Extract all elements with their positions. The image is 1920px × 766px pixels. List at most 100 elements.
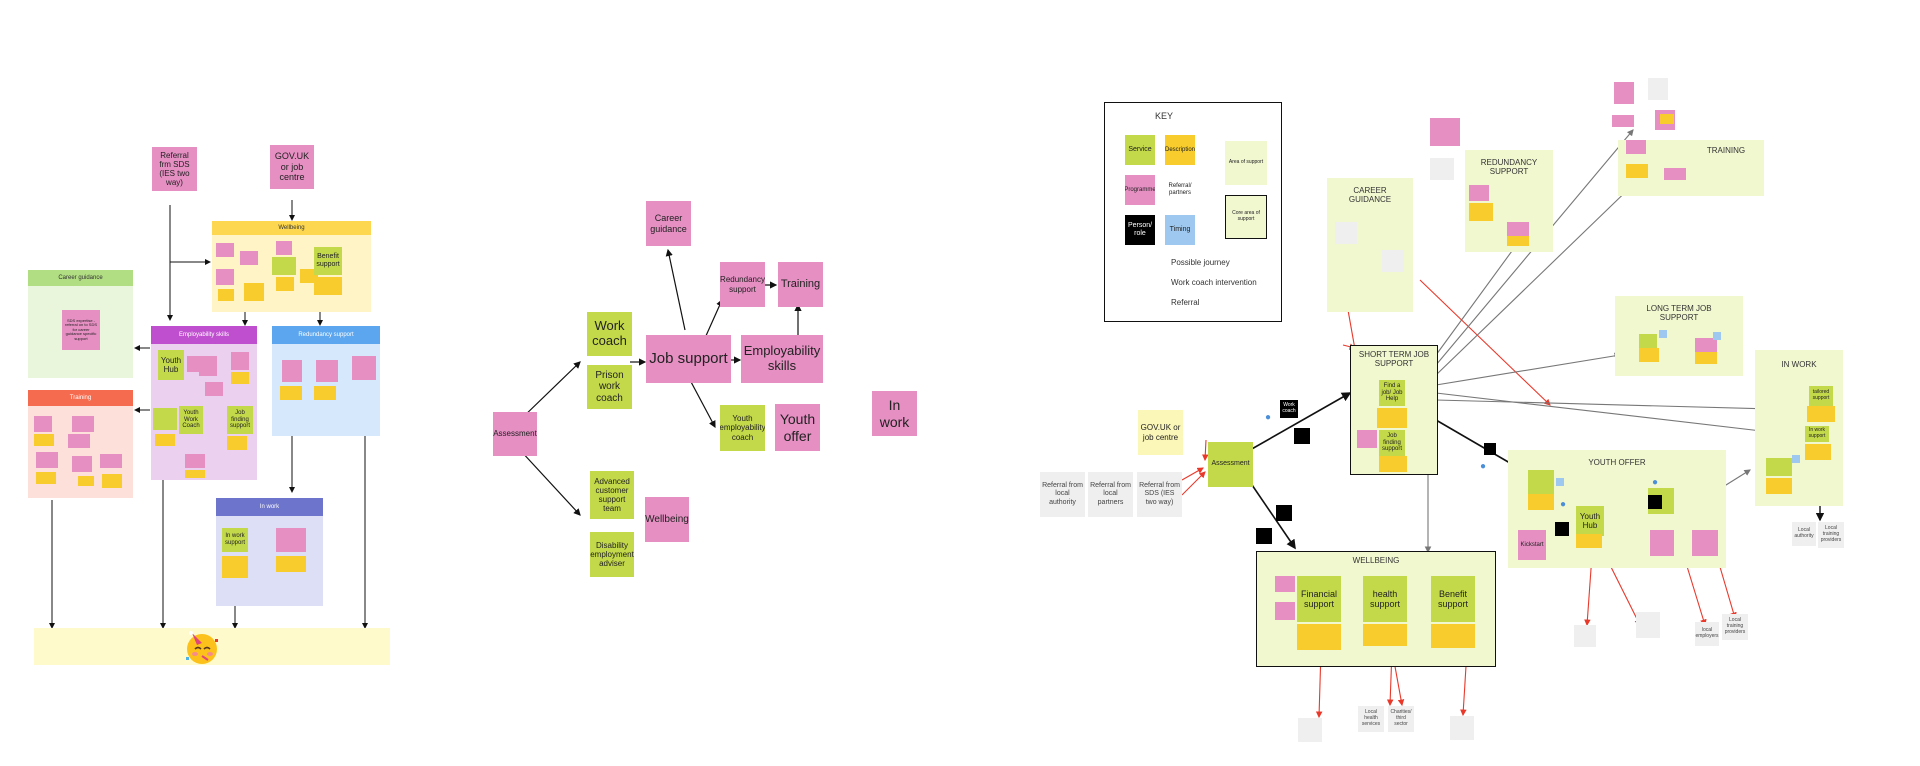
find-a-job-help-note[interactable]: Find a job/ Job Help	[1379, 380, 1405, 406]
wellbeing-programme-note	[1275, 576, 1295, 592]
local-training-providers-note-2[interactable]: Local training providers	[1722, 614, 1748, 640]
redundancy-support-area[interactable]: Redundancy support	[272, 326, 380, 436]
redundancy-referral-note	[1430, 158, 1454, 180]
local-authority-note[interactable]: Local authority	[1792, 522, 1816, 546]
long-term-job-support-label: LONG TERM JOB SUPPORT	[1646, 304, 1712, 322]
assessment-note-3[interactable]: Assessment	[1208, 442, 1253, 487]
employability-skills-note[interactable]: Employability skills	[741, 335, 823, 383]
job-finding-support-note-3[interactable]: Job finding support	[1379, 430, 1405, 456]
youth-programme-note	[1650, 530, 1674, 556]
wellbeing-description-note	[1431, 624, 1475, 648]
wellbeing-area-3[interactable]: WELLBEING Financial support health suppo…	[1256, 551, 1496, 667]
training-programme-note	[72, 416, 94, 432]
career-guidance-area-header: Career guidance	[28, 270, 133, 286]
youth-work-coach-note[interactable]: Youth Work Coach	[179, 406, 203, 434]
in-work-description-note	[222, 556, 248, 578]
wellbeing-description-note	[244, 283, 264, 301]
benefit-support-note[interactable]: Benefit support	[314, 247, 342, 275]
wellbeing-programme-note	[276, 241, 292, 255]
benefit-support-note-3[interactable]: Benefit support	[1431, 576, 1475, 622]
redundancy-support-note[interactable]: Redundancy support	[720, 262, 765, 307]
gov-uk-job-centre-note[interactable]: GOV.UK or job centre	[270, 145, 314, 189]
in-work-area-3[interactable]: IN WORK tailored support In work support	[1755, 350, 1843, 506]
local-training-providers-note[interactable]: Local training providers	[1818, 522, 1844, 548]
training-programme-note	[1626, 140, 1646, 154]
sds-referral-note	[1382, 250, 1404, 272]
kickstart-note[interactable]: Kickstart	[1518, 530, 1546, 560]
in-work-area[interactable]: In work In work support	[216, 498, 323, 606]
gov-uk-job-centre-note-3[interactable]: GOV.UK or job centre	[1138, 410, 1183, 455]
key-programme-swatch: Programme	[1125, 175, 1155, 205]
long-term-timing-note	[1659, 330, 1667, 338]
training-note[interactable]: Training	[778, 262, 823, 307]
key-timing-swatch: Timing	[1165, 215, 1195, 245]
training-programme-note	[1614, 82, 1634, 104]
redundancy-programme-note	[1507, 222, 1529, 236]
person-icon: ●	[1560, 499, 1567, 510]
youth-hub-note-3[interactable]: Youth Hub	[1576, 506, 1604, 536]
referral-sds-note[interactable]: Referral frm SDS (IES two way)	[152, 147, 197, 191]
career-guidance-area-title: Career guidance	[58, 275, 103, 281]
advanced-customer-support-note[interactable]: Advanced customer support team	[590, 471, 634, 519]
prison-work-coach-note[interactable]: Prison work coach	[587, 365, 632, 409]
in-work-support-note[interactable]: In work support	[222, 528, 248, 552]
youth-hub-note[interactable]: Youth Hub	[158, 350, 184, 380]
training-area-3[interactable]: TRAINING	[1618, 140, 1764, 196]
referral-sds-note-3[interactable]: Referral from SDS (IES two way)	[1137, 472, 1182, 517]
key-description-swatch: Description	[1165, 135, 1195, 165]
disability-employment-adviser-note[interactable]: Disability employment adviser	[590, 532, 634, 577]
youth-service-note	[1528, 470, 1554, 494]
referral-local-partners-note[interactable]: Referral from local partners	[1088, 472, 1133, 517]
tailored-support-note[interactable]: tailored support	[1809, 386, 1833, 406]
career-guidance-area-3[interactable]: CAREER GUIDANCE	[1327, 178, 1413, 312]
short-term-job-support-area[interactable]: SHORT TERM JOB SUPPORT Find a job/ Job H…	[1350, 345, 1438, 475]
long-term-timing-note	[1713, 332, 1721, 340]
wellbeing-description-note	[1297, 624, 1341, 650]
wellbeing-description-note	[276, 277, 294, 291]
work-coach-role-note[interactable]: Work coach	[1280, 400, 1298, 418]
long-term-programme-note	[1695, 338, 1717, 352]
in-work-note[interactable]: In work	[872, 391, 917, 436]
long-term-service-note	[1639, 334, 1657, 348]
employability-description-note	[185, 470, 205, 478]
training-programme-note	[36, 452, 58, 468]
key-core-area-swatch: Core area of support	[1225, 195, 1267, 239]
key-work-coach-intervention-label: Work coach intervention	[1171, 278, 1257, 287]
wellbeing-area-title: Wellbeing	[278, 225, 305, 231]
assessment-note[interactable]: Assessment	[493, 412, 537, 456]
youth-employability-coach-note[interactable]: Youth employability coach	[720, 405, 765, 451]
health-support-note[interactable]: health support	[1363, 576, 1407, 622]
person-role-note	[1294, 428, 1310, 444]
career-guidance-note[interactable]: Career guidance	[646, 201, 691, 246]
wellbeing-area[interactable]: Wellbeing Benefit support	[212, 221, 371, 312]
training-area-title: Training	[69, 395, 92, 401]
training-description-note	[102, 474, 122, 488]
in-work-support-note-3[interactable]: In work support	[1805, 426, 1829, 442]
job-support-note[interactable]: Job support	[646, 335, 731, 383]
job-finding-support-note[interactable]: Job finding support	[227, 406, 253, 434]
redundancy-support-area-3[interactable]: REDUNDANCY SUPPORT	[1465, 150, 1553, 252]
youth-offer-note[interactable]: Youth offer	[775, 404, 820, 451]
in-work-description-note	[1807, 406, 1835, 422]
financial-support-note[interactable]: Financial support	[1297, 576, 1341, 622]
employability-service-note	[153, 408, 177, 430]
employability-description-note	[155, 434, 175, 446]
employability-programme-note	[199, 356, 217, 376]
local-health-services-note[interactable]: Local health services	[1358, 706, 1384, 732]
short-term-programme-note	[1357, 430, 1377, 448]
long-term-job-support-area[interactable]: LONG TERM JOB SUPPORT	[1615, 296, 1743, 376]
career-guidance-label: CAREER GUIDANCE	[1348, 186, 1392, 204]
work-coach-note[interactable]: Work coach	[587, 312, 632, 356]
training-area-header: Training	[28, 390, 133, 406]
employability-skills-area[interactable]: Employability skills Youth Hub Youth Wor…	[151, 326, 257, 480]
wellbeing-note[interactable]: Wellbeing	[645, 497, 689, 542]
referral-local-authority-note[interactable]: Referral from local authority	[1040, 472, 1085, 517]
employability-description-note	[231, 372, 249, 384]
career-guidance-sds-note: SDS expertise - referral on to SDS for c…	[62, 310, 100, 350]
local-employers-note[interactable]: local employers	[1695, 622, 1719, 646]
in-work-area-header: In work	[216, 498, 323, 516]
training-area[interactable]: Training	[28, 390, 133, 498]
charities-note[interactable]: Charities/ third sector	[1388, 706, 1414, 732]
career-guidance-area[interactable]: Career guidance SDS expertise - referral…	[28, 270, 133, 378]
youth-offer-area[interactable]: YOUTH OFFER Youth Hub Kickstart	[1508, 450, 1726, 568]
